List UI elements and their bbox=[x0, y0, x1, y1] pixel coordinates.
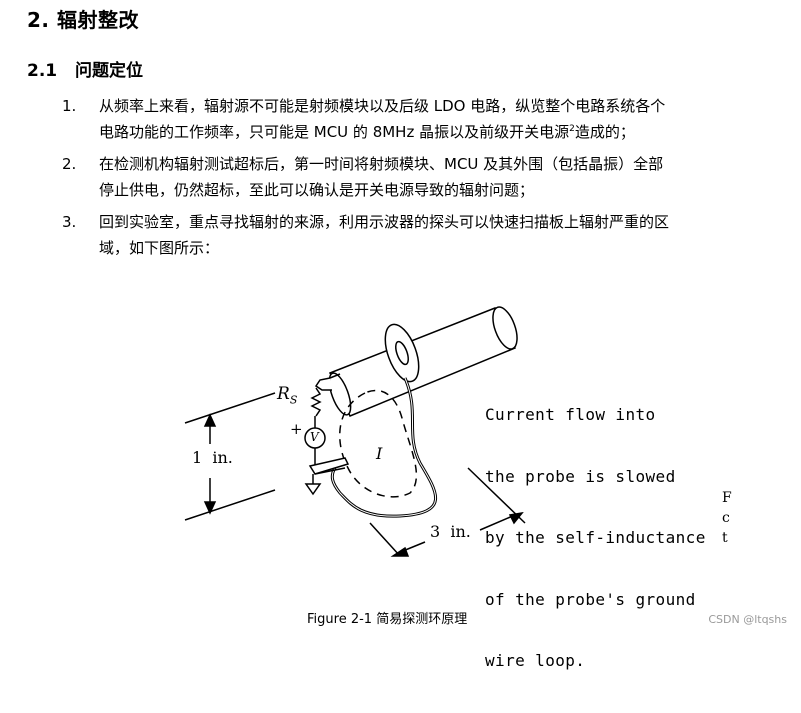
list-item: 2. 在检测机构辐射测试超标后，第一时间将射频模块、MCU 及其外围（包括晶振）… bbox=[62, 151, 782, 203]
annotation-line: the probe is slowed bbox=[485, 466, 676, 486]
height-dimension bbox=[184, 392, 276, 521]
list-line: 停止供电，仍然超标，至此可以确认是开关电源导致的辐射问题； bbox=[99, 181, 535, 199]
list-line: 从频率上来看，辐射源不可能是射频模块以及后级 LDO 电路，纵览整个电路系统各个 bbox=[99, 97, 666, 115]
height-label: 1 in. bbox=[192, 448, 233, 467]
list-number: 1. bbox=[62, 97, 77, 115]
subsection-title: 问题定位 bbox=[75, 61, 143, 81]
list-number: 3. bbox=[62, 213, 77, 231]
list-line: 在检测机构辐射测试超标后，第一时间将射频模块、MCU 及其外围（包括晶振）全部 bbox=[99, 155, 664, 173]
ground-symbol bbox=[304, 483, 322, 496]
annotation-line: wire loop. bbox=[485, 651, 586, 670]
footnote-ref[interactable]: 2 bbox=[569, 124, 575, 134]
annotation-line: of the probe's ground bbox=[485, 589, 696, 609]
ground-collar bbox=[384, 323, 420, 383]
probe-diagram: RS + V I 1 in. 3 in. Current flow into t… bbox=[180, 298, 740, 670]
list-line: 电路功能的工作频率，只可能是 MCU 的 8MHz 晶振以及前级开关电源2造成的… bbox=[99, 123, 635, 141]
watermark: CSDN @ltqshs bbox=[708, 613, 787, 626]
subsection-number: 2.1 bbox=[27, 61, 58, 81]
edge-glyph: t bbox=[722, 530, 728, 546]
list-item: 3. 回到实验室，重点寻找辐射的来源，利用示波器的探头可以快速扫描板上辐射严重的… bbox=[62, 209, 782, 261]
current-label: I bbox=[376, 444, 383, 463]
current-loop-dashed bbox=[338, 389, 418, 498]
voltmeter-label: V bbox=[310, 430, 319, 444]
plus-label: + bbox=[290, 420, 303, 438]
probe-tip bbox=[314, 377, 332, 391]
list-line: 域，如下图所示： bbox=[99, 239, 220, 257]
edge-glyph: F bbox=[722, 490, 732, 506]
width-dimension bbox=[369, 467, 526, 557]
figure-caption: Figure 2-1 简易探测环原理 bbox=[307, 612, 468, 627]
resistor-rs bbox=[310, 387, 322, 417]
list-line: 回到实验室，重点寻找辐射的来源，利用示波器的探头可以快速扫描板上辐射严重的区 bbox=[99, 213, 670, 231]
probe-body bbox=[328, 306, 518, 417]
section-heading: 2. 辐射整改 bbox=[27, 8, 139, 32]
annotation-text: Current flow into the probe is slowed by… bbox=[485, 364, 706, 713]
annotation-line: Current flow into bbox=[485, 405, 656, 424]
list-item: 1. 从频率上来看，辐射源不可能是射频模块以及后级 LDO 电路，纵览整个电路系… bbox=[62, 93, 782, 145]
edge-glyph: c bbox=[722, 510, 730, 526]
numbered-list: 1. 从频率上来看，辐射源不可能是射频模块以及后级 LDO 电路，纵览整个电路系… bbox=[62, 93, 782, 267]
width-label: 3 in. bbox=[430, 522, 471, 541]
annotation-line: by the self-inductance bbox=[485, 528, 706, 547]
probe-drawing bbox=[184, 306, 526, 557]
list-number: 2. bbox=[62, 155, 77, 173]
subsection-heading: 2.1 问题定位 bbox=[27, 56, 143, 81]
ground-clip bbox=[308, 457, 350, 475]
rs-label: RS bbox=[277, 384, 298, 407]
